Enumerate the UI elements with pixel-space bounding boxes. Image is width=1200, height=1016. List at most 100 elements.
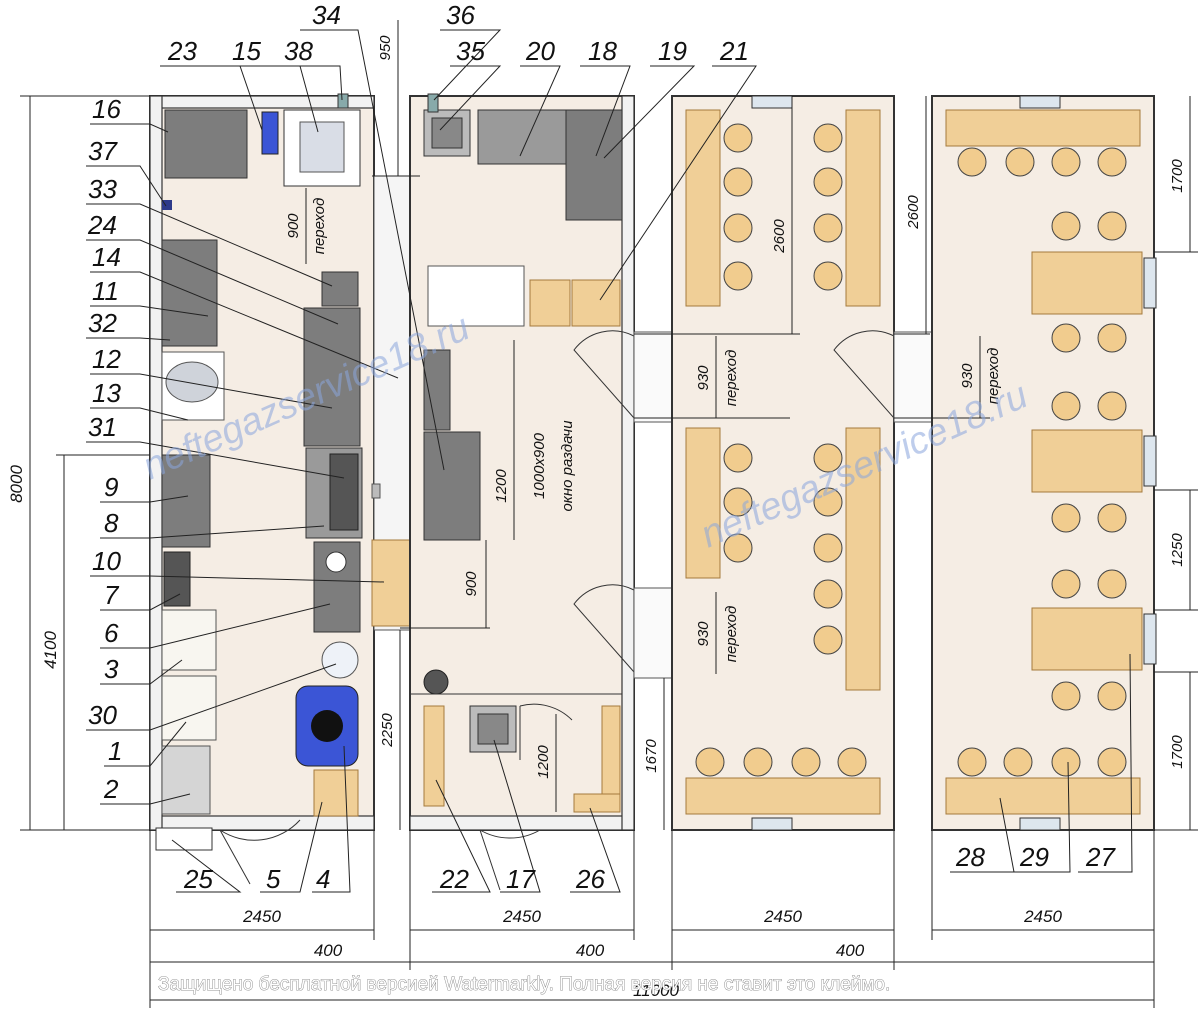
dim-950: 950 (377, 35, 394, 61)
chair (1097, 747, 1127, 777)
dim-900-top: 900 (285, 213, 302, 239)
label-29: 29 (1019, 842, 1049, 872)
label-23: 23 (167, 36, 197, 66)
chair (813, 167, 843, 197)
gap-400-a: 400 (314, 941, 343, 960)
chair (723, 443, 753, 473)
chair (1097, 681, 1127, 711)
chair (813, 443, 843, 473)
leader-line (86, 441, 345, 479)
equipment-24 (303, 307, 361, 447)
label-34: 34 (312, 0, 341, 30)
chair (743, 747, 773, 777)
dimension-labels: 8000 4100 950 900 переход 1200 1000х900 … (7, 35, 1186, 1000)
label-15: 15 (232, 36, 261, 66)
equipment-30 (321, 641, 359, 679)
leader-line (519, 65, 561, 157)
leader-line (100, 659, 183, 685)
leader-line (86, 337, 171, 341)
chair (957, 747, 987, 777)
width-module-1: 2450 (242, 907, 281, 926)
table-27 (1031, 607, 1143, 671)
chair (1097, 323, 1127, 353)
equipment-15 (261, 111, 279, 155)
leader-line (86, 203, 333, 287)
label-13: 13 (92, 378, 121, 408)
dim-total-height: 8000 (7, 465, 26, 503)
label-38: 38 (284, 36, 313, 66)
chair (723, 487, 753, 517)
module-1-kitchen (149, 93, 375, 885)
leader-line (104, 721, 187, 767)
perehod-m3a: переход (723, 350, 740, 407)
dim-1250: 1250 (1169, 533, 1186, 567)
gap-400-b: 400 (576, 941, 605, 960)
leader-line (493, 739, 541, 893)
leader-line (100, 495, 189, 503)
equipment-14-table (423, 431, 481, 541)
chair (1097, 569, 1127, 599)
leader-line (86, 165, 167, 207)
chair (791, 747, 821, 777)
leader-line (90, 575, 385, 583)
chair (723, 533, 753, 563)
label-12: 12 (92, 344, 121, 374)
label-22: 22 (439, 864, 469, 894)
label-17: 17 (506, 864, 536, 894)
chair (813, 533, 843, 563)
label-9: 9 (104, 472, 118, 502)
table-27a (1031, 251, 1143, 315)
leader-line (100, 793, 191, 805)
label-1: 1 (108, 736, 122, 766)
leader-line (570, 807, 621, 893)
label-24: 24 (87, 210, 117, 240)
leader-line (1078, 653, 1133, 873)
equipment-22 (423, 705, 445, 807)
chair (1097, 503, 1127, 533)
equipment-36 (427, 93, 439, 113)
chair (813, 261, 843, 291)
label-5: 5 (266, 864, 281, 894)
leader-line (100, 603, 331, 649)
dim-1200-bottom: 1200 (535, 745, 552, 779)
chair (837, 747, 867, 777)
leader-line (433, 29, 502, 101)
label-11: 11 (92, 276, 119, 306)
leader-line (580, 65, 631, 157)
leader-line (86, 663, 337, 731)
label-25: 25 (183, 864, 213, 894)
label-3: 3 (104, 654, 119, 684)
leader-line (439, 65, 502, 131)
label-20: 20 (525, 36, 555, 66)
label-27: 27 (1085, 842, 1116, 872)
leader-line (171, 839, 242, 893)
equipment-21 (571, 279, 621, 327)
width-module-2: 2450 (502, 907, 541, 926)
bench-28 (945, 777, 1141, 815)
chair (1097, 147, 1127, 177)
equipment-37 (162, 200, 172, 210)
chair (723, 261, 753, 291)
leader-line (312, 745, 351, 893)
equipment-25 (155, 827, 213, 851)
label-8: 8 (104, 508, 119, 538)
dim-2250: 2250 (379, 713, 396, 748)
equipment-3 (161, 609, 217, 671)
dim-total-width: 11000 (633, 981, 680, 1000)
chair (957, 147, 987, 177)
leader-line (90, 373, 333, 409)
leader-line (603, 65, 696, 159)
equipment-18 (427, 265, 525, 327)
chair (813, 123, 843, 153)
dim-1200-mid: 1200 (493, 469, 510, 503)
label-4: 4 (316, 864, 330, 894)
chair (1051, 323, 1081, 353)
label-32: 32 (88, 308, 117, 338)
module-2-kitchen (409, 93, 635, 891)
chair (723, 167, 753, 197)
width-module-4: 2450 (1023, 907, 1062, 926)
chair (1051, 569, 1081, 599)
module-4-dining (931, 95, 1157, 831)
chair (813, 487, 843, 517)
chair (1051, 391, 1081, 421)
